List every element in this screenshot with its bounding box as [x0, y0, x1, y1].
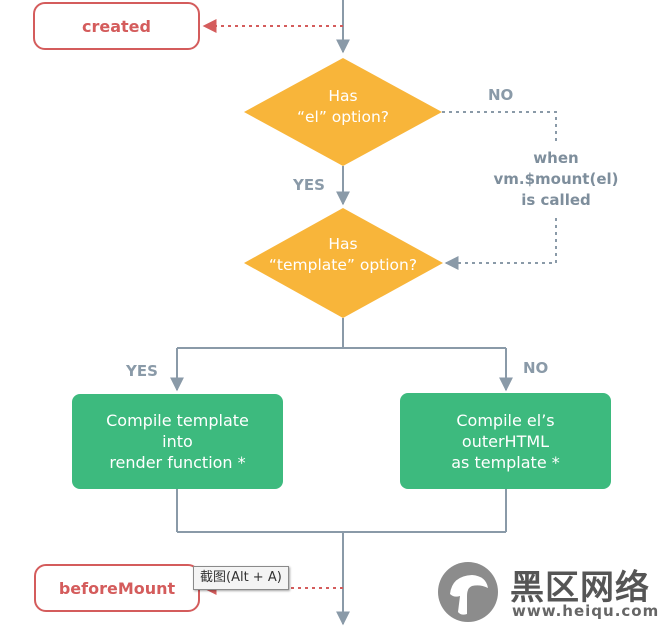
before-mount-label: beforeMount — [58, 578, 176, 598]
compile-el-line3: as template * — [451, 452, 560, 472]
decision-has-template-line2: “template” option? — [268, 256, 418, 274]
decision-has-template-line1: Has — [328, 235, 358, 253]
compile-el-box: Compile el’s outerHTML as template * — [400, 393, 611, 489]
label-yes-el: YES — [293, 176, 325, 194]
decision-has-el-text: Has “el” option? — [263, 86, 423, 128]
label-no-el: NO — [488, 86, 514, 104]
connector-no-el — [442, 111, 557, 143]
decision-has-template-diamond — [244, 208, 443, 318]
note-when-mount-called: when vm.$mount(el) is called — [466, 148, 646, 211]
compile-template-line2: into — [162, 432, 193, 451]
watermark: 黑区网络 www.heiqu.com — [436, 560, 666, 624]
decision-has-template-text: Has “template” option? — [253, 234, 433, 276]
decision-has-el-line2: “el” option? — [296, 108, 390, 126]
watermark-logo-icon — [438, 562, 498, 622]
created-label: created — [82, 16, 151, 36]
compile-el-line1: Compile el’s — [456, 410, 555, 430]
decision-has-el-line1: Has — [328, 87, 358, 105]
watermark-url-text: www.heiqu.com — [512, 602, 660, 620]
screenshot-tooltip: 截图(Alt + A) — [193, 566, 289, 590]
note-line-3: is called — [521, 191, 591, 209]
compile-template-box: Compile template into render function * — [72, 394, 283, 489]
decision-has-el-diamond — [244, 58, 442, 166]
created-hook-box: created — [33, 2, 200, 50]
before-mount-hook-box: beforeMount — [34, 564, 200, 612]
note-line-2: vm.$mount(el) — [493, 170, 619, 188]
note-line-1: when — [533, 149, 579, 167]
compile-template-line1: Compile template — [106, 411, 249, 430]
label-no-template: NO — [523, 359, 549, 377]
compile-template-line3: render function * — [109, 453, 246, 472]
watermark-chinese-text: 黑区网络 — [510, 568, 650, 608]
compile-el-line2: outerHTML — [461, 431, 550, 451]
label-yes-template: YES — [126, 362, 158, 380]
connector-mount-return — [444, 218, 557, 270]
